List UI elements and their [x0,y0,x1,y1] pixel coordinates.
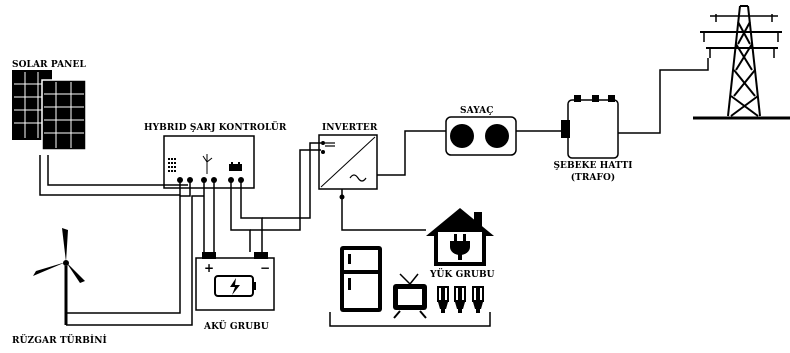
grid-line-label: ŞEBEKE HATTI [553,161,633,171]
battery-icon: + − [195,252,275,311]
refrigerator-icon [340,246,382,312]
svg-text:−: − [260,261,270,275]
transmission-tower-icon [693,5,790,120]
house-icon [426,208,494,266]
grid-line-sublabel: (TRAFO) [570,173,616,183]
load-group-label: YÜK GRUBU [430,270,495,280]
inverter-label: INVERTER [322,123,378,133]
display-grid-icon [168,158,176,172]
tv-icon [393,273,427,319]
meter-label: SAYAÇ [460,106,494,116]
svg-text:+: + [204,261,214,275]
solar-panel-label: SOLAR PANEL [12,60,86,70]
hybrid-charge-controller [163,135,255,189]
battery-group-label: AKÜ GRUBU [204,322,269,332]
wind-turbine-icon [33,228,85,325]
hybrid-controller-label: HYBRID ŞARJ KONTROLÜR [144,123,287,133]
battery-small-icon [229,162,242,171]
wind-turbine-label: RÜZGAR TÜRBİNİ [12,336,107,346]
load-bus-line [329,312,491,327]
meter-icon [445,116,517,156]
inverter [318,134,378,190]
plug-icon [450,234,470,260]
turbine-small-icon [202,154,213,174]
wires [39,58,709,326]
transformer-icon [561,95,619,159]
lamp-icons [437,286,484,313]
solar-panel-icon [12,70,87,151]
